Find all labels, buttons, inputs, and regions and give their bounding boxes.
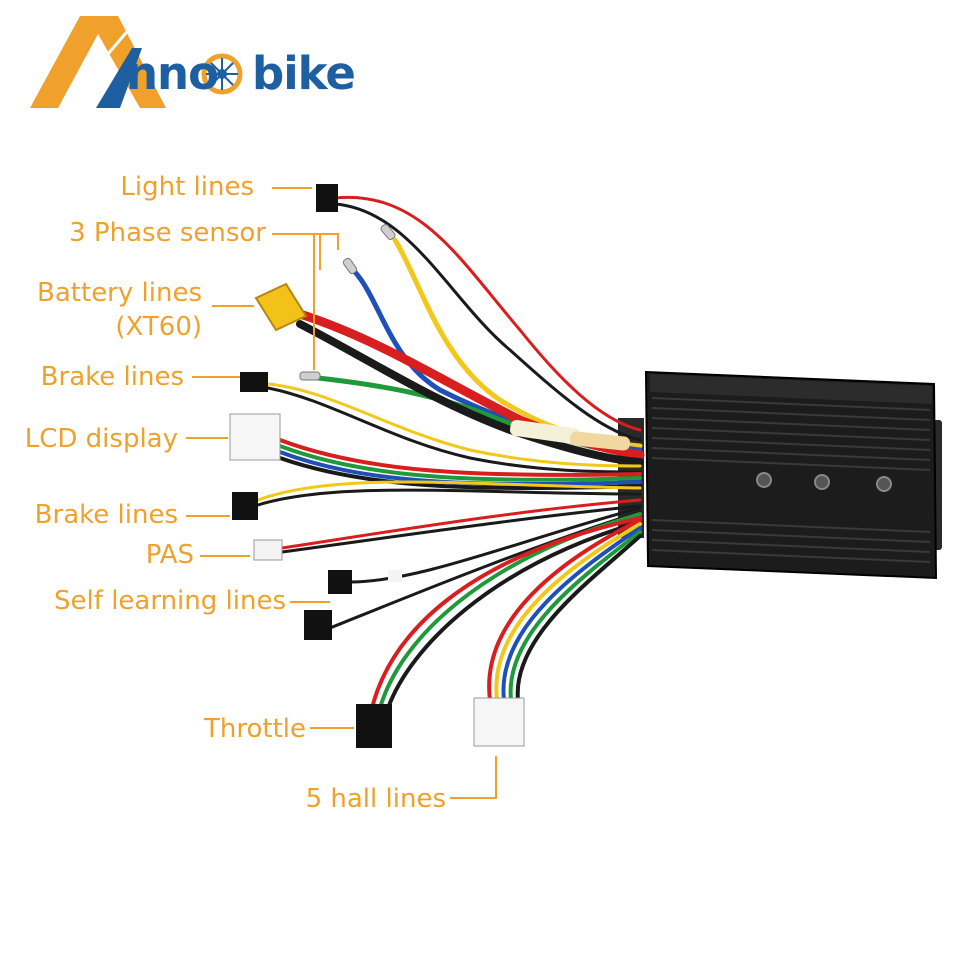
label-battery-xt60: (XT60) <box>115 312 202 342</box>
label-throttle: Throttle <box>204 714 306 744</box>
connector-light <box>316 184 338 212</box>
label-hall-lines: 5 hall lines <box>305 784 446 814</box>
connector-self-learning <box>304 570 402 640</box>
brand-wordmark-left: nno <box>126 47 219 100</box>
connector-phase-pins <box>299 224 396 381</box>
connector-lcd <box>229 413 281 461</box>
brand-wordmark-right: bike <box>252 47 356 100</box>
heat-shrink-sleeves <box>510 419 630 451</box>
connector-hall <box>473 697 525 747</box>
screw-icon <box>814 474 830 490</box>
connector-xt60 <box>254 282 308 332</box>
connector-pas <box>253 539 283 561</box>
connector-brake-top <box>240 372 268 392</box>
label-brake-lines-top: Brake lines <box>40 362 184 392</box>
screw-icon <box>876 476 892 492</box>
screw-icon <box>756 472 772 488</box>
label-light-lines: Light lines <box>120 172 254 202</box>
leader-lines <box>186 187 497 799</box>
controller-box <box>618 370 942 580</box>
label-self-learning-lines: Self learning lines <box>54 586 286 616</box>
label-battery-lines: Battery lines <box>37 278 202 308</box>
wheel-icon <box>201 53 243 95</box>
connector-throttle <box>356 704 392 748</box>
label-lcd-display: LCD display <box>24 424 178 454</box>
label-brake-lines-bottom: Brake lines <box>34 500 178 530</box>
connector-brake-bottom <box>232 492 258 520</box>
label-pas: PAS <box>145 540 194 570</box>
wire-harness <box>256 195 645 710</box>
label-phase-sensor: 3 Phase sensor <box>69 218 266 248</box>
logo-a-mark <box>30 13 166 109</box>
